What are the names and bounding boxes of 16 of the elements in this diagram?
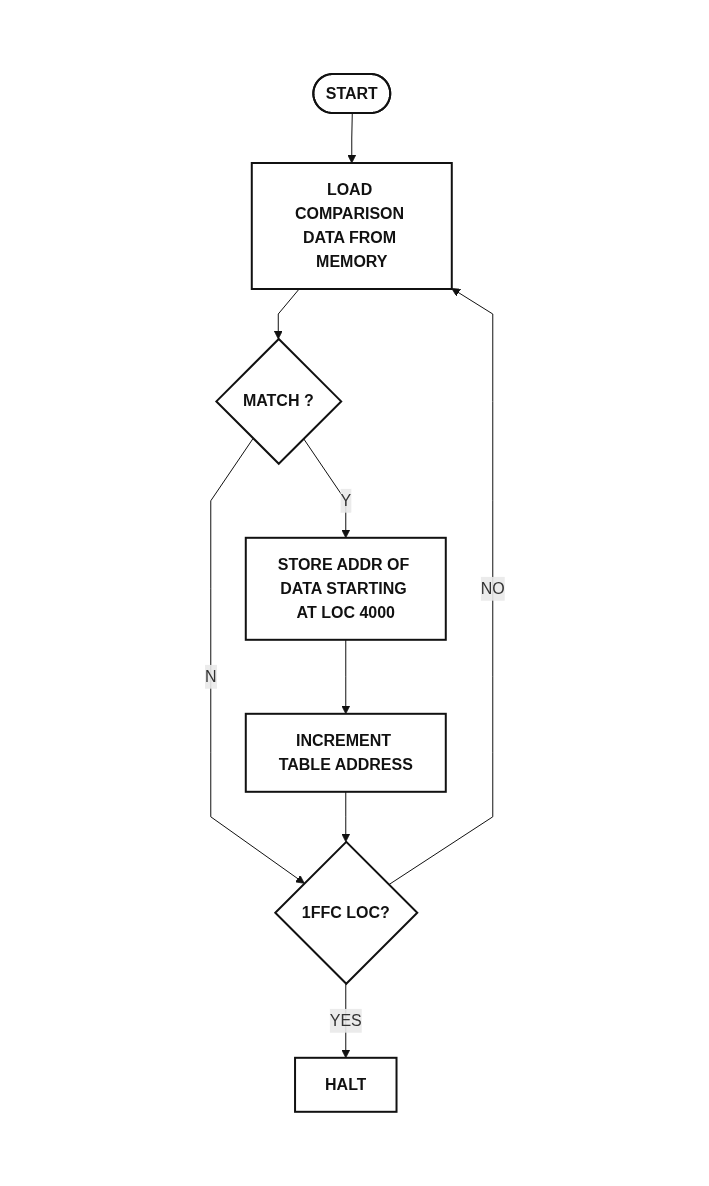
edge-label: YES [329, 1011, 362, 1029]
arrow [273, 288, 300, 340]
arrow [341, 639, 350, 715]
edge-label: Y [340, 491, 351, 509]
node-diamond: MATCH ? [214, 337, 343, 466]
arrow [387, 288, 493, 886]
arrow [347, 113, 356, 164]
arrow [209, 438, 305, 884]
edge-label: NO [480, 579, 505, 597]
node-box: LOAD COMPARISON DATA FROM MEMORY [250, 162, 453, 291]
node-box: HALT [293, 1056, 398, 1113]
node-box: INCREMENT TABLE ADDRESS [244, 712, 447, 793]
edge-label: N [204, 667, 217, 685]
node-diamond: 1FFC LOC? [273, 840, 419, 986]
node-box: STORE ADDR OF DATA STARTING AT LOC 4000 [244, 536, 447, 641]
arrow [341, 791, 350, 843]
